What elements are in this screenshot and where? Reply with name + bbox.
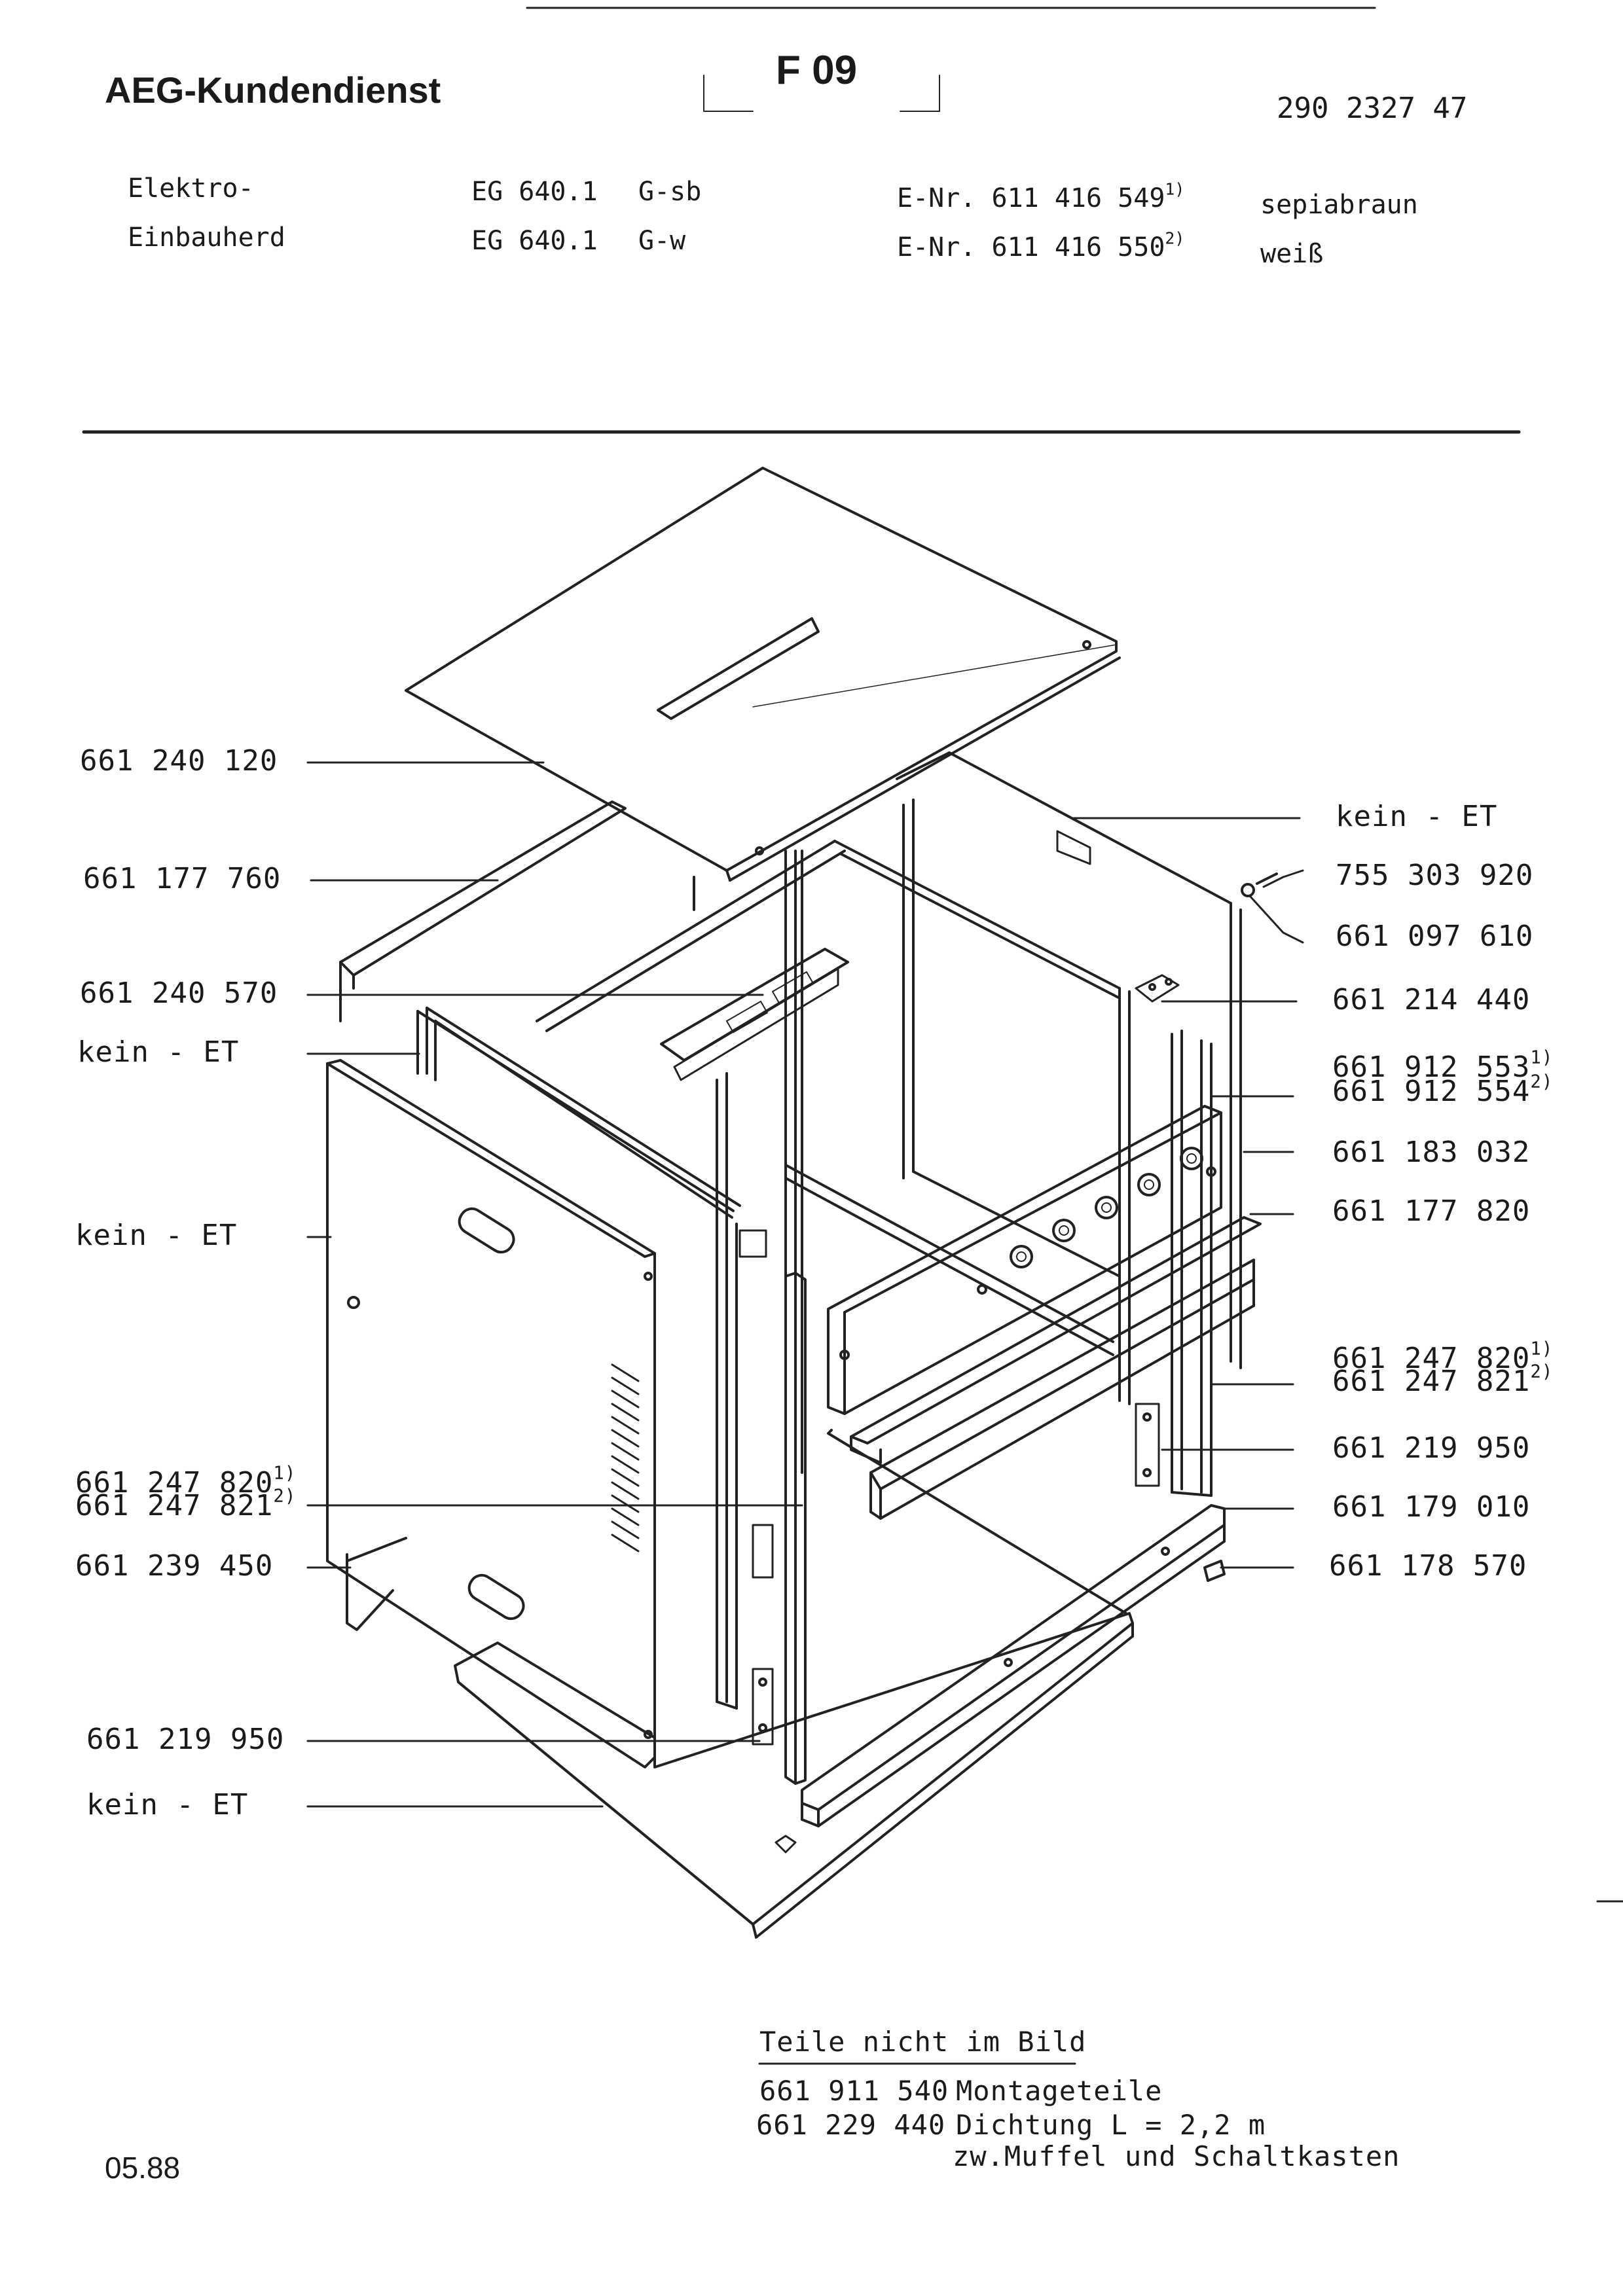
- callout-left-top-cover: 661 240 120: [80, 744, 278, 778]
- variant-2-version: G-w: [638, 226, 686, 256]
- right-clip: [1135, 1403, 1160, 1487]
- not-shown-item-2-desc: Dichtung L = 2,2 m: [956, 2109, 1266, 2141]
- variant-2-enr: E-Nr. 611 416 5502): [897, 228, 1185, 262]
- variant-1-model: EG 640.1: [471, 177, 598, 207]
- screw-washer: [1135, 872, 1278, 1003]
- callout-left-bottom-plate: kein - ET: [86, 1788, 249, 1821]
- left-lower-bracket: [346, 1537, 407, 1631]
- variant-1-version: G-sb: [638, 177, 702, 207]
- variant-1-color: sepiabraun: [1260, 190, 1418, 220]
- not-shown-item-1-part: 661 911 540: [759, 2075, 949, 2107]
- not-shown-title: Teile nicht im Bild: [759, 2026, 1087, 2058]
- not-shown-continuation: zw.Muffel und Schaltkasten: [953, 2140, 1400, 2172]
- brand-title: AEG-Kundendienst: [105, 69, 441, 111]
- small-clip: [1203, 1560, 1226, 1582]
- callout-right-bottom-rail: 661 179 010: [1332, 1490, 1531, 1524]
- callout-left-side-panel: kein - ET: [75, 1219, 238, 1252]
- callout-left-vertical-rail-1: 661 247 8201): [75, 1463, 297, 1499]
- callout-right-control-panel-2: 661 912 5542): [1332, 1071, 1554, 1108]
- top-cover-plate: [405, 467, 1121, 882]
- callout-right-vertical-rail-2: 661 247 8212): [1332, 1361, 1554, 1398]
- left-frame-rails: [416, 1007, 767, 1710]
- front-left-vertical-rail: [752, 1272, 807, 1785]
- callout-right-rear-wall: kein - ET: [1336, 800, 1498, 833]
- lower-cross-rail: [869, 1259, 1255, 1520]
- variant-1-enr: E-Nr. 611 416 5491): [897, 179, 1185, 213]
- left-clip: [752, 1668, 774, 1746]
- callout-right-control-panel-1: 661 912 5531): [1332, 1047, 1554, 1084]
- variant-1-note: 1): [1165, 179, 1185, 199]
- variant-2-note: 2): [1165, 228, 1185, 248]
- not-shown-item-2-part: 661 229 440: [756, 2109, 946, 2141]
- leaders-right: [1072, 817, 1304, 1569]
- doc-number: 290 2327 47: [1277, 92, 1468, 125]
- callout-right-vertical-rail-1: 661 247 8201): [1332, 1338, 1554, 1375]
- right-vertical-rails: [1171, 1030, 1213, 1497]
- appliance-type-line2: Einbauherd: [128, 223, 285, 253]
- control-panel: [827, 1105, 1222, 1415]
- header-rules: [82, 7, 1623, 1903]
- angle-strip: [850, 1216, 1262, 1464]
- callout-right-clip: 661 219 950: [1332, 1431, 1531, 1465]
- rear-frame: [339, 751, 1242, 1474]
- bottom-plate: [454, 1429, 1134, 1939]
- callout-left-top-rail: 661 177 760: [83, 862, 282, 895]
- leaders-left: [306, 761, 803, 1808]
- variant-2-model: EG 640.1: [471, 226, 598, 256]
- callout-right-bracket-plate: 661 214 440: [1332, 983, 1531, 1016]
- callout-left-frame-rails: kein - ET: [77, 1035, 240, 1069]
- left-top-rail: [339, 800, 627, 990]
- callout-right-angle-strip: 661 183 032: [1332, 1136, 1531, 1169]
- footer-date: 05.88: [105, 2151, 181, 2185]
- callout-left-clip: 661 219 950: [86, 1723, 285, 1756]
- page-code: F 09: [776, 48, 858, 93]
- bottom-front-rail: [801, 1504, 1226, 1827]
- callout-right-cross-rail: 661 177 820: [1332, 1194, 1531, 1228]
- left-side-panel: [326, 1059, 656, 1768]
- callout-left-cross-bracket: 661 240 570: [80, 977, 278, 1010]
- not-shown-item-1-desc: Montageteile: [956, 2075, 1163, 2107]
- callout-right-small-clip: 661 178 570: [1329, 1549, 1527, 1583]
- callout-left-lower-bracket: 661 239 450: [75, 1549, 274, 1583]
- appliance-type-line1: Elektro-: [128, 173, 254, 204]
- callout-right-washer: 661 097 610: [1336, 920, 1534, 953]
- cross-bracket: [660, 948, 849, 1297]
- callout-right-screw: 755 303 920: [1336, 859, 1534, 892]
- variant-2-color: weiß: [1260, 239, 1324, 269]
- callout-left-vertical-rail-2: 661 247 8212): [75, 1486, 297, 1522]
